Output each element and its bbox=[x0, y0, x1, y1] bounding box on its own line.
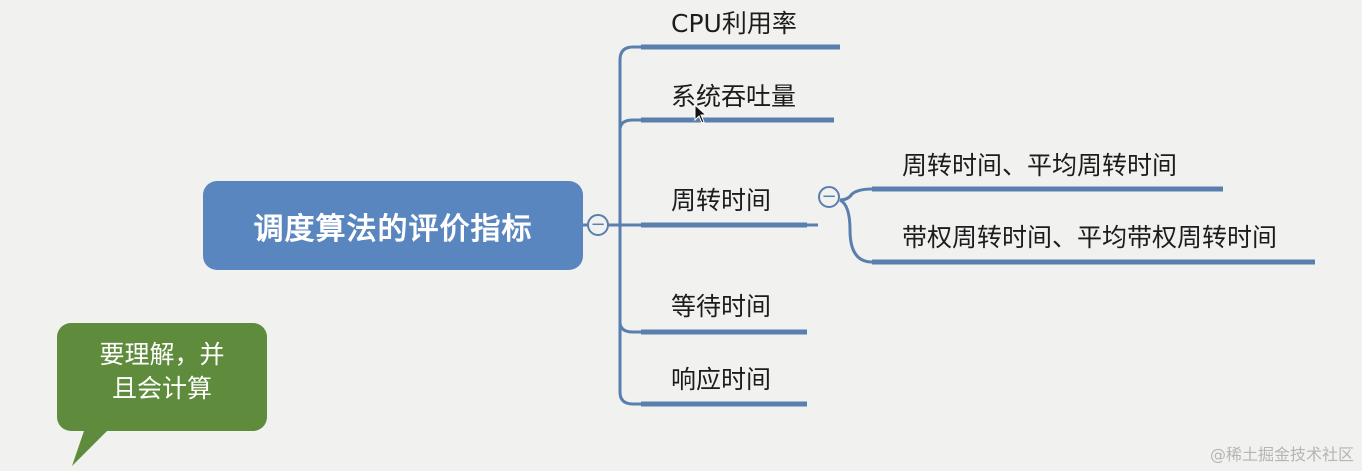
sub-branch-weighted-turnaround[interactable]: 带权周转时间、平均带权周转时间 bbox=[902, 223, 1278, 252]
callout-bubble bbox=[57, 323, 267, 431]
branch-cpu-utilization[interactable]: CPU利用率 bbox=[671, 9, 797, 38]
branch-turnaround-time[interactable]: 周转时间 bbox=[671, 186, 772, 215]
callout-line-1: 要理解，并 bbox=[99, 340, 225, 369]
watermark: @稀土掘金技术社区 bbox=[1209, 445, 1354, 464]
root-node[interactable]: 调度算法的评价指标 bbox=[203, 181, 583, 270]
root-label: 调度算法的评价指标 bbox=[253, 211, 533, 247]
branch-response-time[interactable]: 响应时间 bbox=[671, 365, 772, 394]
callout-text: 要理解，并 且会计算 bbox=[57, 338, 267, 406]
sub-branch-curves bbox=[839, 187, 873, 264]
minus-icon: − bbox=[821, 186, 837, 207]
callout-tail bbox=[72, 428, 110, 466]
branch-curves bbox=[618, 45, 641, 406]
collapse-toggle-turnaround[interactable]: − bbox=[818, 186, 840, 208]
cursor-icon bbox=[694, 104, 708, 124]
sub-branch-turnaround[interactable]: 周转时间、平均周转时间 bbox=[902, 151, 1178, 180]
branch-system-throughput[interactable]: 系统吞吐量 bbox=[671, 82, 797, 111]
minus-icon: − bbox=[590, 214, 606, 235]
collapse-toggle-root[interactable]: − bbox=[587, 214, 609, 236]
branch-waiting-time[interactable]: 等待时间 bbox=[671, 292, 772, 321]
callout-line-2: 且会计算 bbox=[111, 374, 212, 403]
